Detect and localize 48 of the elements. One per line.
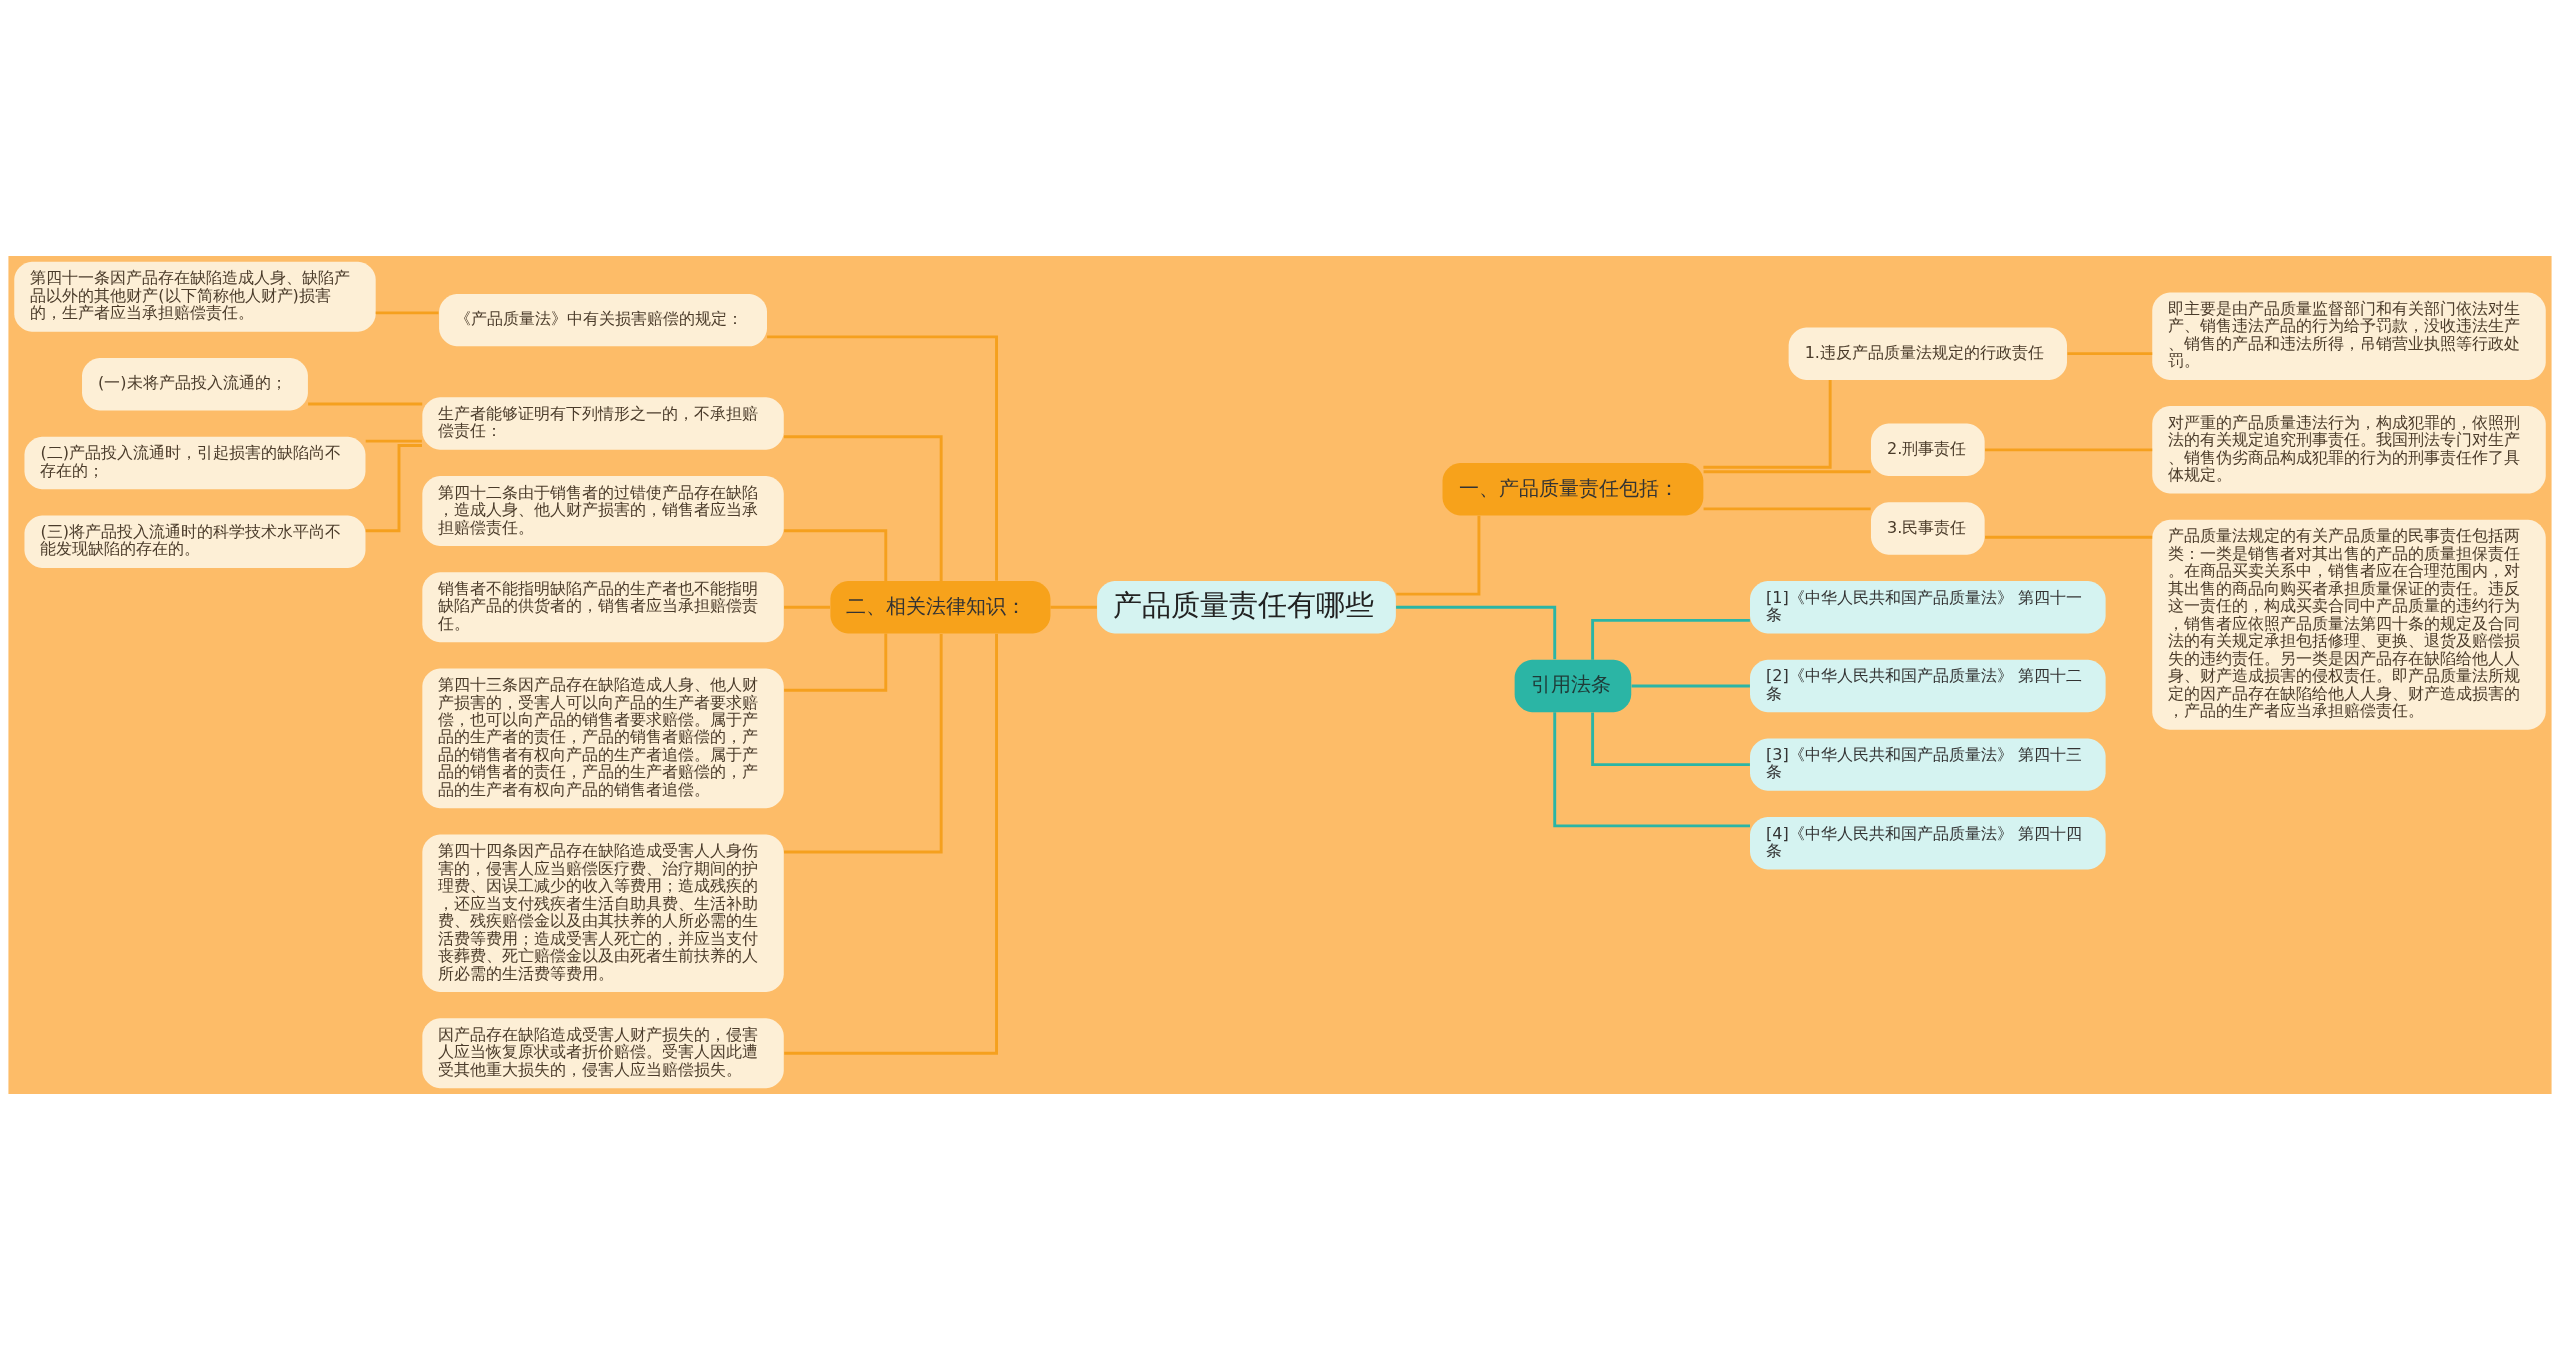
node-box: 因产品存在缺陷造成受害人财产损失的，侵害人应当恢复原状或者折价赔偿。受害人因此遭受其他重大损失的，侵害人应当赔偿损失。: [422, 1017, 784, 1088]
connector: [1703, 469, 1871, 473]
node-box: 第四十四条因产品存在缺陷造成受害人人身伤害的，侵害人应当赔偿医疗费、治疗期间的护理费、因误工减少的收入等费用；造成残疾的，还应当支付残疾者生活自助具费、生活补助费、残疾赔偿金以及由其扶养的人所必需的生活费等费用；造成受害人死亡的，并应当支付丧葬费、死亡赔偿金以及由死者生前扶养的人所必需的生活费等费用。: [422, 834, 784, 992]
connector: [1985, 535, 2153, 539]
node-box: 即主要是由产品质量监督部门和有关部门依法对生产、销售违法产品的行为给予罚款，没收违法生产、销售的产品和违法所得，吊销营业执照等行政处罚。: [2152, 291, 2546, 380]
node-box: 第四十一条因产品存在缺陷造成人身、缺陷产品以外的其他财产(以下简称他人财产)损害的，生产者应当承担赔偿责任。: [14, 261, 376, 332]
connector: [1591, 712, 1750, 766]
node-box: (一)未将产品投入流通的；: [82, 357, 308, 410]
connector: [1591, 618, 1750, 660]
node-box: 一、产品质量责任包括：: [1442, 462, 1704, 515]
node-box: (三)将产品投入流通时的科学技术水平尚不能发现缺陷的存在的。: [24, 514, 366, 568]
node-box: 第四十三条因产品存在缺陷造成人身、他人财产损害的，受害人可以向产品的生产者要求赔偿，也可以向产品的销售者要求赔偿。属于产品的生产者的责任，产品的销售者赔偿的，产品的销售者有权向产品的生产者追偿。属于产品的销售者的责任，产品的生产者赔偿的，产品的生产者有权向产品的销售者追偿。: [422, 667, 784, 808]
connector: [784, 528, 888, 581]
node-box: 3.民事责任: [1870, 501, 1985, 555]
node-box: [3]《中华人民共和国产品质量法》 第四十三条: [1750, 737, 2106, 791]
connector: [1050, 605, 1097, 609]
connector: [784, 633, 998, 1055]
connector: [1553, 711, 1750, 827]
connector: [784, 434, 943, 581]
connector: [308, 401, 423, 405]
node-box: 第四十二条由于销售者的过错使产品存在缺陷，造成人身、他人财产损害的，销售者应当承担赔偿责任。: [422, 475, 784, 546]
connector: [1631, 683, 1750, 687]
node-box: 1.违反产品质量法规定的行政责任: [1788, 326, 2067, 380]
connector: [1396, 515, 1481, 596]
node-box: 2.刑事责任: [1870, 423, 1985, 476]
connector: [767, 334, 998, 581]
connector: [784, 605, 830, 609]
connector: [1703, 506, 1871, 510]
node-box: 对严重的产品质量违法行为，构成犯罪的，依照刑法的有关规定追究刑事责任。我国刑法专门对生产、销售伪劣商品构成犯罪的行为的刑事责任作了具体规定。: [2152, 405, 2546, 494]
connector: [375, 310, 439, 314]
connector: [1396, 605, 1557, 659]
connector: [784, 633, 888, 692]
node-box: 生产者能够证明有下列情形之一的，不承担赔偿责任：: [422, 396, 784, 450]
node-box: [2]《中华人民共和国产品质量法》 第四十二条: [1750, 659, 2106, 712]
connector: [2067, 351, 2153, 355]
node-box: (二)产品投入流通时，引起损害的缺陷尚不存在的；: [24, 436, 366, 489]
node-box: 产品质量法规定的有关产品质量的民事责任包括两类：一类是销售者对其出售的产品的质量担保责任。在商品买卖关系中，销售者应在合理范围内，对其出售的商品向购买者承担质量保证的责任。违反这一责任的，构成买卖合同中产品质量的违约行为，销售者应依照产品质量法第四十条的规定及合同法的有关规定承担包括修理、更换、退货及赔偿损失的违约责任。另一类是因产品存在缺陷给他人人身、财产造成损害的侵权责任。即产品质量法所规定的因产品存在缺陷给他人人身、财产造成损害的，产品的生产者应当承担赔偿责任。: [2152, 519, 2546, 730]
node-box: 引用法条: [1514, 659, 1632, 712]
node-box: 产品质量责任有哪些: [1097, 580, 1396, 633]
node-box: [1]《中华人民共和国产品质量法》 第四十一条: [1750, 580, 2106, 633]
node-box: 销售者不能指明缺陷产品的生产者也不能指明缺陷产品的供货者的，销售者应当承担赔偿责任。: [422, 571, 784, 642]
connector: [1703, 379, 1832, 469]
node-box: 《产品质量法》中有关损害赔偿的规定：: [439, 293, 767, 346]
node-box: 二、相关法律知识：: [830, 580, 1051, 633]
node-box: [4]《中华人民共和国产品质量法》 第四十四条: [1750, 816, 2106, 870]
connector: [784, 633, 943, 854]
connector: [365, 439, 422, 443]
connector: [1985, 447, 2153, 451]
